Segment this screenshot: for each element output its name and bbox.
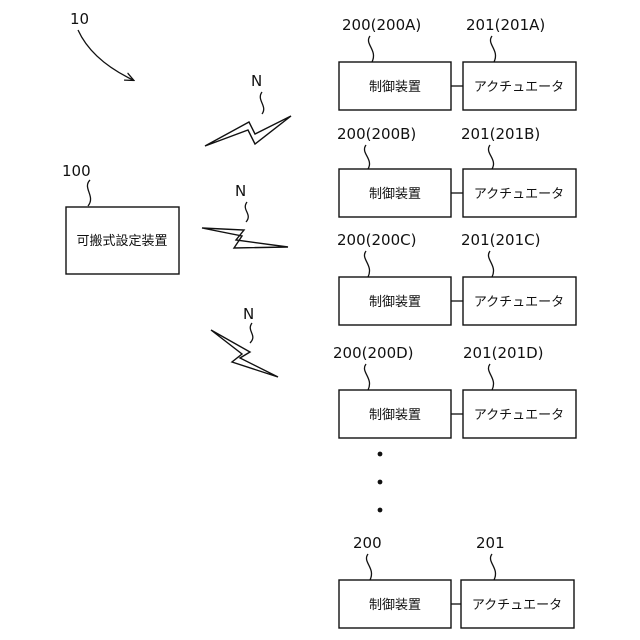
portable-device-label: 可搬式設定装置 <box>76 233 167 249</box>
portable-device-box: 可搬式設定装置 <box>66 207 179 274</box>
controller-ref: 200 <box>353 534 382 552</box>
lightning-bolt-icon <box>205 116 291 146</box>
actuator-label: アクチュエータ <box>474 187 564 202</box>
controller-ref: 200(200C) <box>337 231 416 249</box>
portable-device-ref: 100 <box>62 162 91 180</box>
system-ref-arrow <box>78 30 133 80</box>
controller-ref: 200(200B) <box>337 125 416 143</box>
actuator-ref: 201(201C) <box>461 231 540 249</box>
controller-ref: 200(200A) <box>342 16 421 34</box>
lightning-bolt-icon <box>211 330 278 377</box>
actuator-ref: 201(201A) <box>466 16 545 34</box>
system-ref-label: 10 <box>70 10 89 28</box>
actuator-ref: 201(201B) <box>461 125 540 143</box>
unit-c: 200(200C) 201(201C) 制御装置 アクチュエータ <box>337 231 576 325</box>
actuator-ref: 201(201D) <box>463 344 544 362</box>
signal-label: N <box>235 182 246 200</box>
signal-label: N <box>251 72 262 90</box>
unit-n: 200 201 制御装置 アクチュエータ <box>339 534 574 628</box>
controller-ref: 200(200D) <box>333 344 414 362</box>
controller-label: 制御装置 <box>369 408 421 423</box>
controller-label: 制御装置 <box>369 187 421 202</box>
unit-b: 200(200B) 201(201B) 制御装置 アクチュエータ <box>337 125 576 217</box>
actuator-ref: 201 <box>476 534 505 552</box>
controller-label: 制御装置 <box>369 295 421 310</box>
controller-label: 制御装置 <box>369 598 421 613</box>
controller-label: 制御装置 <box>369 80 421 95</box>
wireless-signal-1: N <box>205 72 291 146</box>
actuator-label: アクチュエータ <box>474 80 564 95</box>
wireless-signal-3: N <box>211 305 278 377</box>
actuator-label: アクチュエータ <box>472 598 562 613</box>
continuation-marker <box>378 452 383 513</box>
wireless-signal-2: N <box>202 182 288 248</box>
portable-device-leader <box>87 180 90 206</box>
unit-a: 200(200A) 201(201A) 制御装置 アクチュエータ <box>339 16 576 110</box>
actuator-label: アクチュエータ <box>474 295 564 310</box>
lightning-bolt-icon <box>202 228 288 248</box>
signal-label: N <box>243 305 254 323</box>
actuator-label: アクチュエータ <box>474 408 564 423</box>
unit-d: 200(200D) 201(201D) 制御装置 アクチュエータ <box>333 344 576 438</box>
